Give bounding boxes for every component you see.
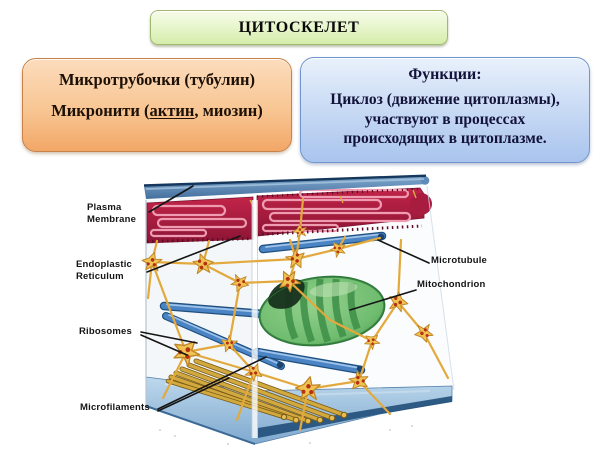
label-mitochondrion: Mitochondrion [417, 279, 486, 290]
microfilaments-line-prefix: Микронити ( [51, 101, 150, 120]
leader-microtubule [377, 239, 430, 264]
label-microtubule: Microtubule [431, 255, 488, 266]
label-microfilaments: Microfilaments [80, 402, 150, 413]
microfilament-tips [280, 411, 348, 425]
microfilaments-line: Микронити (актин, миозин) [23, 101, 291, 121]
endoplasmic-reticulum-band [146, 187, 432, 244]
microtubule-rod [258, 231, 387, 254]
leader-microfilaments-2 [157, 377, 230, 412]
functions-line-1: Циклоз (движение цитоплазмы), [330, 91, 560, 108]
microfilament-bundle [165, 358, 348, 425]
leader-lines [140, 185, 430, 412]
functions-heading: Функции: [408, 66, 482, 83]
components-box: Микротрубочки (тубулин) Микронити (актин… [22, 58, 292, 152]
cube-edges [145, 185, 455, 438]
leader-ribosomes-1 [140, 331, 198, 344]
leader-plasma-membrane [148, 185, 194, 213]
plasma-membrane-slab [143, 174, 430, 207]
speckles [159, 425, 413, 445]
functions-box: Функции: Циклоз (движение цитоплазмы), у… [300, 57, 590, 163]
microtubule-rod [252, 347, 366, 375]
leader-mitochondrion [349, 289, 417, 311]
functions-line-3: происходящих в цитоплазме. [343, 130, 547, 147]
leader-ribosomes-2 [140, 334, 188, 356]
microfilaments-line-suffix: , миозин) [194, 101, 263, 120]
functions-line-2: участвуют в процессах [364, 110, 526, 128]
microtubules-line: Микротрубочки (тубулин) [58, 70, 256, 89]
actin-underlined: актин [149, 101, 195, 120]
title-box: ЦИТОСКЕЛЕТ [150, 10, 448, 45]
label-endoplastic-reticulum: Endoplastic Reticulum [76, 259, 133, 282]
leader-microfilaments-1 [157, 356, 267, 410]
leader-endoplastic-reticulum [146, 235, 241, 273]
label-plasma-membrane: Plasma Membrane [87, 202, 137, 225]
label-ribosomes: Ribosomes [79, 326, 133, 337]
slide-title: ЦИТОСКЕЛЕТ [238, 18, 360, 36]
